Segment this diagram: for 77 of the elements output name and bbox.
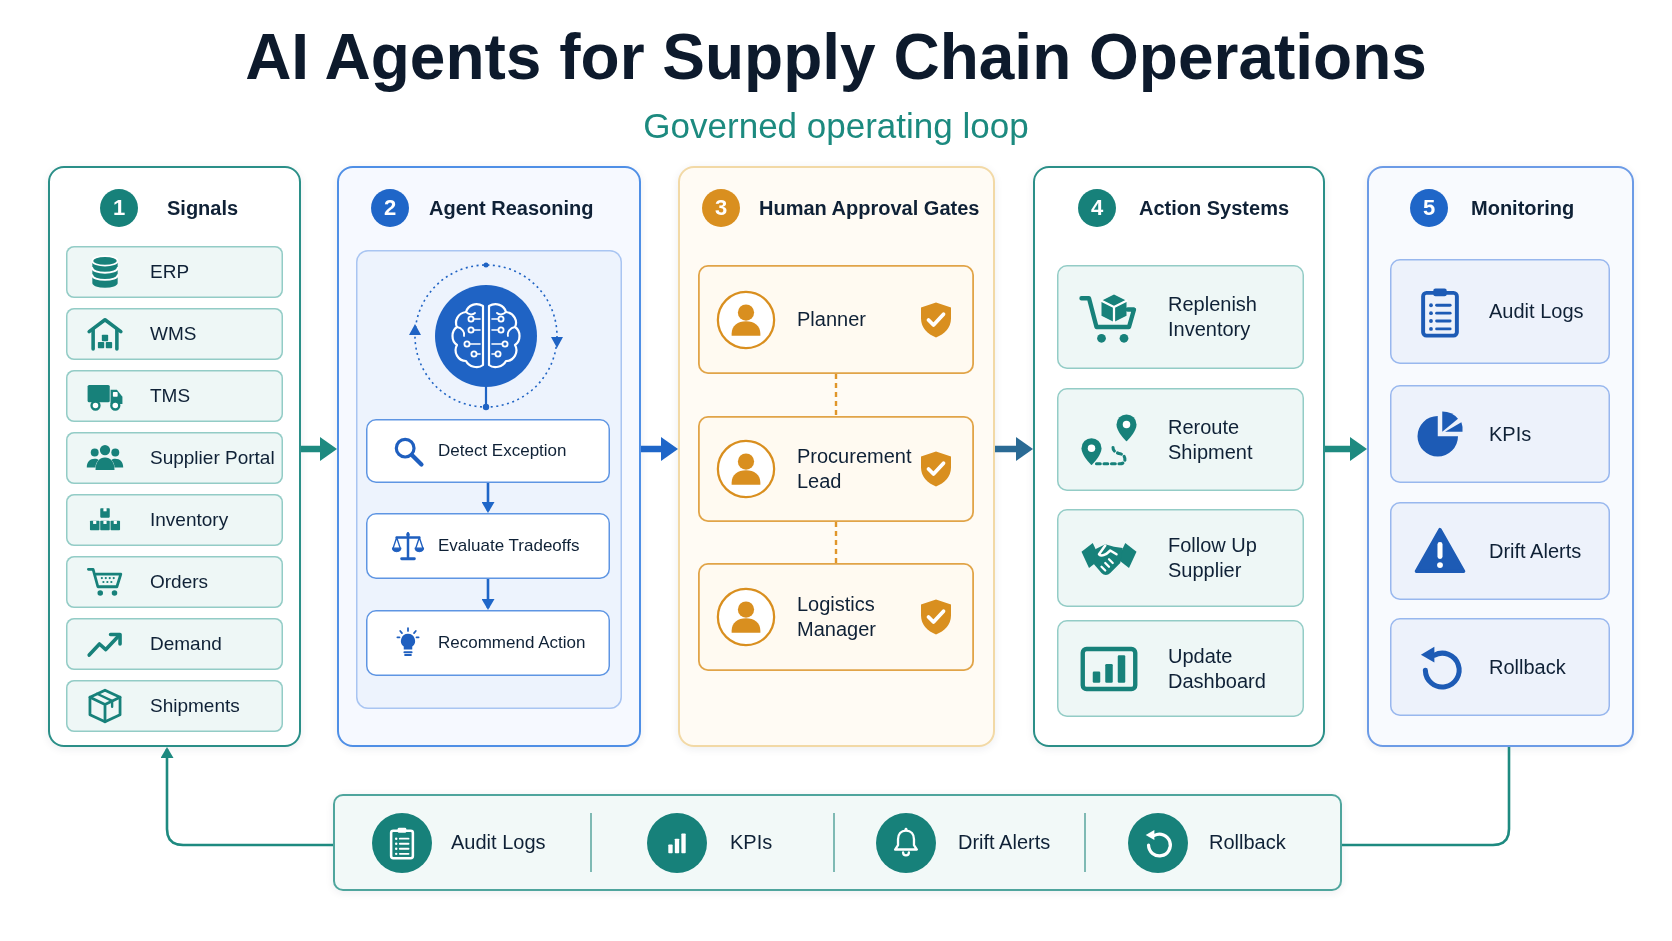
item-label: Reroute Shipment bbox=[1168, 414, 1254, 465]
item-label: Replenish Inventory bbox=[1168, 292, 1258, 342]
feedback-panel bbox=[333, 794, 1342, 891]
column-heading: Action Systems bbox=[1139, 196, 1290, 220]
arrow bbox=[160, 747, 333, 847]
item-card bbox=[366, 513, 610, 579]
item-label: Audit Logs bbox=[1489, 299, 1584, 324]
dashed-connector bbox=[834, 522, 838, 563]
item-card bbox=[66, 618, 283, 670]
item-label: KPIs bbox=[1489, 421, 1532, 447]
title: AI Agents for Supply Chain Operations bbox=[245, 21, 1427, 93]
item-card bbox=[1057, 509, 1304, 607]
item-label: ERP bbox=[150, 260, 190, 284]
step-number-badge: 1 bbox=[100, 189, 138, 227]
item-card bbox=[66, 432, 283, 484]
item-label: Procurement Lead bbox=[797, 444, 913, 494]
item-label: Follow Up Supplier bbox=[1168, 533, 1258, 583]
arrow bbox=[1325, 437, 1367, 461]
step-number-badge: 5 bbox=[1410, 189, 1448, 227]
item-card bbox=[366, 610, 610, 676]
column-panel bbox=[337, 166, 641, 747]
arrow bbox=[481, 483, 495, 513]
item-card bbox=[1390, 385, 1610, 483]
column-panel bbox=[678, 166, 995, 747]
item-label: Audit Logs bbox=[451, 830, 546, 855]
item-label: Drift Alerts bbox=[1489, 538, 1582, 564]
item-label: Drift Alerts bbox=[958, 830, 1051, 855]
item-label: Evaluate Tradeoffs bbox=[438, 535, 580, 557]
item-label: Shipments bbox=[150, 694, 240, 718]
item-label: Detect Exception bbox=[438, 440, 567, 462]
item-card bbox=[66, 308, 283, 360]
approver-card bbox=[698, 416, 974, 522]
step-number-badge: 4 bbox=[1078, 189, 1116, 227]
item-label: Demand bbox=[150, 632, 222, 656]
item-label: Rollback bbox=[1209, 830, 1286, 855]
item-label: Recommend Action bbox=[438, 632, 586, 654]
item-card bbox=[1390, 618, 1610, 716]
approver-card bbox=[698, 265, 974, 374]
item-card bbox=[1057, 265, 1304, 369]
inner-panel bbox=[356, 250, 622, 709]
item-card bbox=[1390, 259, 1610, 364]
connector-line bbox=[1342, 747, 1511, 847]
arrow bbox=[641, 437, 678, 461]
item-label: Inventory bbox=[150, 508, 229, 532]
item-label: Update Dashboard bbox=[1168, 643, 1267, 694]
arrow bbox=[995, 437, 1033, 461]
item-label: KPIs bbox=[730, 830, 773, 855]
item-label: Logistics Manager bbox=[797, 592, 877, 642]
step-number-badge: 3 bbox=[702, 189, 740, 227]
arrow bbox=[481, 579, 495, 610]
item-label: Rollback bbox=[1489, 654, 1566, 680]
step-number-badge: 2 bbox=[371, 189, 409, 227]
column-heading: Monitoring bbox=[1471, 196, 1575, 220]
item-card bbox=[1057, 620, 1304, 717]
item-card bbox=[66, 680, 283, 732]
item-card bbox=[66, 246, 283, 298]
item-label: Orders bbox=[150, 570, 209, 594]
subtitle: Governed operating loop bbox=[643, 105, 1029, 147]
column-panel bbox=[1033, 166, 1325, 747]
item-card bbox=[66, 494, 283, 546]
item-card bbox=[1057, 388, 1304, 491]
column-panel bbox=[1367, 166, 1634, 747]
column-heading: Human Approval Gates bbox=[759, 196, 980, 220]
column-heading: Agent Reasoning bbox=[429, 196, 594, 220]
approver-card bbox=[698, 563, 974, 671]
item-label: Supplier Portal bbox=[150, 446, 275, 470]
item-card bbox=[366, 419, 610, 483]
column-panel bbox=[48, 166, 301, 747]
dashed-connector bbox=[834, 374, 838, 416]
item-label: WMS bbox=[150, 322, 197, 346]
item-label: Planner bbox=[797, 307, 866, 332]
arrow bbox=[301, 437, 337, 461]
item-card bbox=[1390, 502, 1610, 600]
item-card bbox=[66, 370, 283, 422]
item-card bbox=[66, 556, 283, 608]
item-label: TMS bbox=[150, 384, 191, 408]
column-heading: Signals bbox=[167, 196, 239, 220]
